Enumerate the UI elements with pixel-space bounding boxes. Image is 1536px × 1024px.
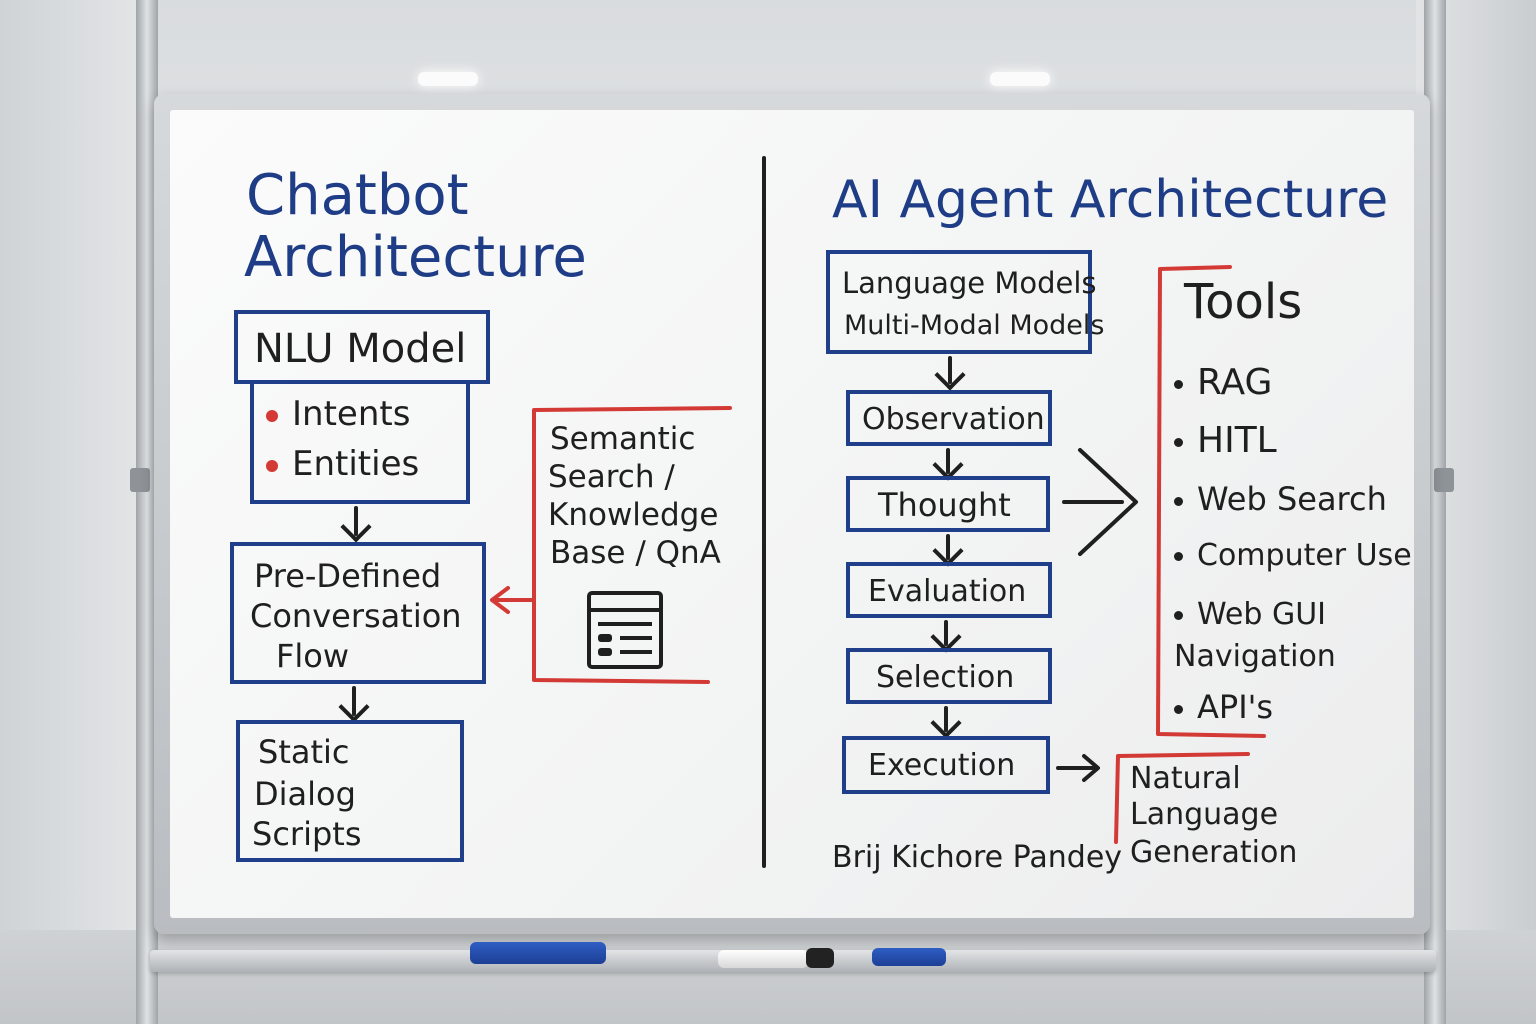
step-label: Execution: [868, 748, 1016, 783]
scripts-line: Static: [258, 733, 350, 771]
kb-line: Search /: [548, 459, 675, 495]
black-marker-cap[interactable]: [806, 948, 834, 968]
step-label: Thought: [878, 486, 1011, 524]
tools-red-bracket: [1156, 265, 1266, 738]
step-thought-box: Thought: [846, 476, 1050, 532]
scripts-line: Scripts: [252, 815, 362, 853]
arrow-right-icon: [1056, 754, 1100, 782]
flow-line: Flow: [276, 637, 350, 675]
ceiling-light: [418, 72, 478, 86]
tool-item: Computer Use: [1174, 538, 1412, 573]
bullet-icon: [1174, 704, 1183, 714]
whiteboard-surface: [170, 110, 1414, 918]
nlu-items-box: Intents Entities: [250, 380, 470, 504]
bullet-icon: [1174, 611, 1183, 620]
author-signature: Brij Kichore Pandey: [832, 840, 1123, 875]
tool-label: Web GUI Navigation: [1174, 597, 1336, 674]
scripts-line: Dialog: [254, 775, 356, 813]
bullet-icon: [1174, 437, 1183, 447]
tool-label: HITL: [1197, 420, 1277, 461]
red-bullet-icon: [266, 409, 278, 422]
models-box: Language Models Multi-Modal Models: [826, 250, 1104, 354]
chatbot-title-line1: Chatbot: [246, 163, 469, 228]
step-label: Selection: [876, 660, 1015, 695]
step-label: Evaluation: [868, 574, 1027, 609]
chatbot-title-line2: Architecture: [244, 225, 587, 290]
step-execution-box: Execution: [842, 736, 1050, 794]
nlg-line: Natural: [1130, 761, 1241, 796]
stand-bracket-left: [130, 468, 150, 492]
kb-line: Knowledge: [548, 497, 719, 533]
nlu-model-box: NLU Model: [234, 310, 490, 384]
document-list-icon: [587, 591, 663, 669]
conversation-flow-box: Pre-Defined Conversation Flow: [230, 542, 486, 684]
red-bullet-icon: [266, 459, 278, 472]
ceiling-light: [990, 72, 1050, 86]
tool-label: Web Search: [1197, 480, 1387, 518]
step-selection-box: Selection: [846, 648, 1052, 704]
center-divider: [762, 156, 766, 868]
nlu-model-label: NLU Model: [254, 326, 467, 372]
tool-item: RAG: [1174, 362, 1272, 403]
bullet-icon: [1174, 496, 1183, 506]
kb-line: Base / QnA: [550, 535, 721, 571]
floor: [0, 930, 1536, 1024]
tools-title: Tools: [1184, 274, 1303, 330]
nlg-line: Generation: [1130, 835, 1298, 870]
nlu-item-entities: Entities: [266, 444, 419, 484]
tool-item: API's: [1174, 688, 1273, 726]
tool-item: Web GUI Navigation: [1174, 594, 1374, 678]
flow-line: Pre-Defined: [254, 557, 442, 595]
bullet-icon: [1174, 379, 1183, 389]
step-label: Observation: [862, 402, 1045, 437]
static-scripts-box: Static Dialog Scripts: [236, 720, 464, 862]
kb-red-bracket: [490, 406, 732, 684]
step-observation-box: Observation: [846, 390, 1052, 446]
nlu-item-label: Entities: [292, 444, 420, 484]
tool-label: RAG: [1197, 362, 1273, 403]
blue-marker-small[interactable]: [872, 948, 946, 966]
tool-label: Computer Use: [1197, 538, 1412, 573]
step-evaluation-box: Evaluation: [846, 562, 1052, 618]
background-wall-left: [0, 0, 150, 1024]
nlu-item-label: Intents: [292, 394, 411, 434]
agent-title: AI Agent Architecture: [832, 170, 1389, 230]
nlg-line: Language: [1130, 797, 1279, 832]
blue-marker[interactable]: [470, 942, 606, 964]
tool-item: Web Search: [1174, 480, 1387, 518]
tool-label: API's: [1197, 688, 1274, 726]
nlu-item-intents: Intents: [266, 394, 410, 434]
flow-line: Conversation: [250, 597, 462, 635]
bullet-icon: [1174, 552, 1183, 561]
chevron-right-icon: [1062, 448, 1138, 556]
stand-bracket-right: [1434, 468, 1454, 492]
stand-pole-left: [136, 0, 158, 1024]
kb-line: Semantic: [550, 421, 696, 457]
tool-item: HITL: [1174, 420, 1277, 461]
nlg-red-bracket: [1114, 752, 1250, 844]
models-line: Language Models: [842, 266, 1097, 300]
white-marker[interactable]: [718, 950, 808, 968]
models-line: Multi-Modal Models: [844, 310, 1105, 341]
